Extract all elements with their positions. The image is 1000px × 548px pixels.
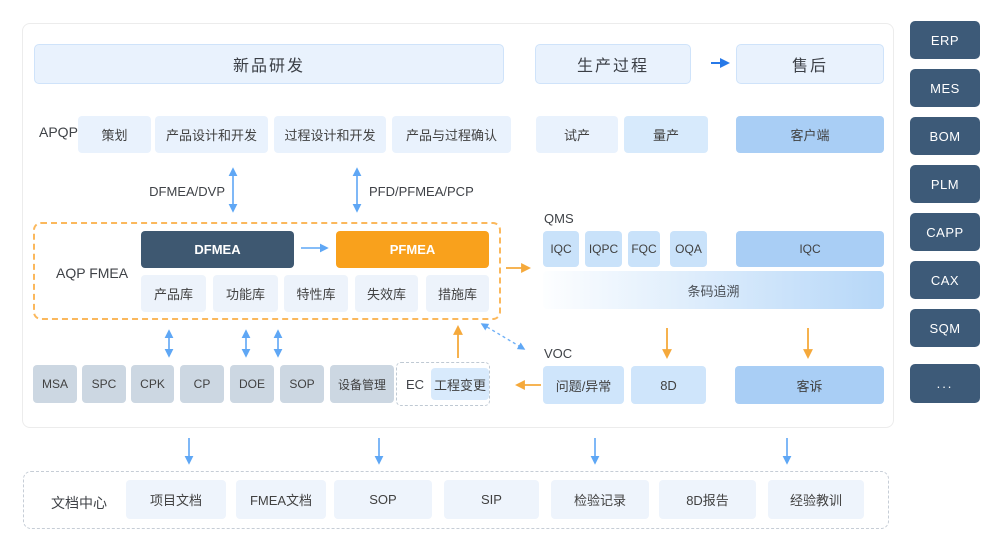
- product-library-box: 产品库: [141, 275, 206, 312]
- document-center-group: 文档中心 项目文档 FMEA文档 SOP SIP 检验记录 8D报告 经验教训: [23, 471, 889, 529]
- iqc-wide-box: IQC: [736, 231, 884, 267]
- barcode-trace-bar: 条码追溯: [543, 271, 884, 309]
- eight-d-box: 8D: [631, 366, 706, 404]
- qms-label: QMS: [544, 211, 574, 226]
- measure-library-box: 措施库: [426, 275, 489, 312]
- equipment-mgmt-box: 设备管理: [330, 365, 394, 403]
- sidebar-item-cax: CAX: [910, 261, 980, 299]
- document-center-label: 文档中心: [51, 495, 107, 511]
- apqp-stage-validation: 产品与过程确认: [392, 116, 511, 153]
- trial-production-box: 试产: [536, 116, 618, 153]
- msa-box: MSA: [33, 365, 77, 403]
- sidebar-item-sqm: SQM: [910, 309, 980, 347]
- client-box: 客户端: [736, 116, 884, 153]
- sop-box: SOP: [280, 365, 324, 403]
- project-docs-box: 项目文档: [126, 480, 226, 519]
- dfmea-box: DFMEA: [141, 231, 294, 268]
- cp-box: CP: [180, 365, 224, 403]
- inspection-records-box: 检验记录: [551, 480, 649, 519]
- engineering-change-box: 工程变更: [431, 368, 489, 400]
- production-process-box: 生产过程: [535, 44, 691, 84]
- sidebar-item-mes: MES: [910, 69, 980, 107]
- sidebar-item-plm: PLM: [910, 165, 980, 203]
- mass-production-box: 量产: [624, 116, 708, 153]
- aqp-fmea-group: [33, 222, 501, 320]
- apqp-stage-planning: 策划: [78, 116, 151, 153]
- doe-box: DOE: [230, 365, 274, 403]
- after-sales-box: 售后: [736, 44, 884, 84]
- apqp-stage-process-design: 过程设计和开发: [274, 116, 386, 153]
- oqa-box: OQA: [670, 231, 707, 267]
- voc-label: VOC: [544, 346, 573, 361]
- dfmea-dvp-link-label: DFMEA/DVP: [149, 184, 225, 199]
- sidebar-item-erp: ERP: [910, 21, 980, 59]
- lessons-learned-box: 经验教训: [768, 480, 864, 519]
- sidebar-item-more: ...: [910, 364, 980, 403]
- cpk-box: CPK: [131, 365, 174, 403]
- apqp-label: APQP: [39, 124, 78, 140]
- issue-exception-box: 问题/异常: [543, 366, 624, 404]
- sip-docs-box: SIP: [444, 480, 539, 519]
- sidebar-item-bom: BOM: [910, 117, 980, 155]
- aqp-fmea-label: AQP FMEA: [56, 265, 129, 281]
- spc-box: SPC: [82, 365, 126, 403]
- failure-library-box: 失效库: [355, 275, 418, 312]
- iqc-box: IQC: [543, 231, 579, 267]
- pfd-pfmea-pcp-link-label: PFD/PFMEA/PCP: [369, 184, 474, 199]
- sop-docs-box: SOP: [334, 480, 432, 519]
- customer-complaint-box: 客诉: [735, 366, 884, 404]
- fqc-box: FQC: [628, 231, 660, 267]
- main-panel: 新品研发 生产过程 售后 APQP 策划 产品设计和开发 过程设计和开发 产品与…: [22, 23, 894, 428]
- ec-group: EC 工程变更: [396, 362, 490, 406]
- function-library-box: 功能库: [213, 275, 278, 312]
- fmea-docs-box: FMEA文档: [236, 480, 326, 519]
- characteristic-library-box: 特性库: [284, 275, 348, 312]
- ec-label: EC: [406, 376, 425, 392]
- new-product-dev-box: 新品研发: [34, 44, 504, 84]
- iqpc-box: IQPC: [585, 231, 622, 267]
- apqp-stage-product-design: 产品设计和开发: [155, 116, 268, 153]
- sidebar-item-capp: CAPP: [910, 213, 980, 251]
- eight-d-report-box: 8D报告: [659, 480, 756, 519]
- pfmea-box: PFMEA: [336, 231, 489, 268]
